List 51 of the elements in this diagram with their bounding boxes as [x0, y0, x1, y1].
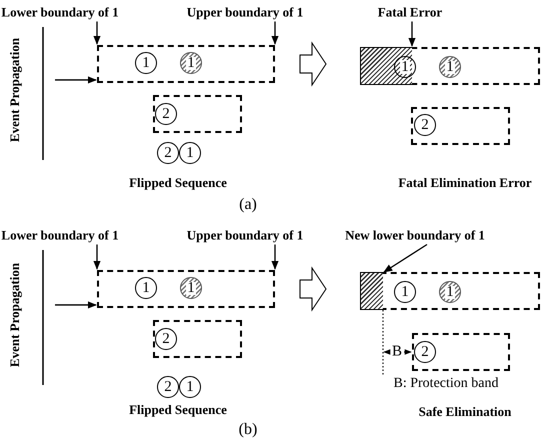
note-text: B: Protection band — [394, 377, 498, 391]
arrow — [55, 76, 97, 84]
leader-arrow — [93, 22, 101, 45]
event-circle: 1 — [394, 56, 416, 78]
leader-arrow — [408, 22, 416, 47]
caption-text: Flipped Sequence — [129, 175, 227, 191]
event-circle: 2 — [157, 142, 179, 164]
event-circle: 2 — [157, 376, 179, 398]
leader-arrow — [271, 22, 279, 45]
hatched-region — [360, 272, 383, 310]
event-window — [153, 95, 242, 133]
panel-label: (b) — [238, 422, 258, 438]
axis-label: Event Propagation — [7, 38, 23, 142]
event-circle: 1 — [179, 376, 201, 398]
event-window — [153, 320, 242, 358]
leader-arrow — [93, 244, 101, 270]
boundary-label: Lower boundary of 1 — [1, 228, 119, 242]
boundary-label: Lower boundary of 1 — [1, 4, 119, 20]
boundary-label: New lower boundary of 1 — [345, 228, 485, 242]
event-circle: 2 — [414, 114, 436, 136]
axis-label: Event Propagation — [7, 262, 23, 368]
event-circle: 1 — [394, 281, 416, 303]
arrow — [55, 301, 97, 309]
event-window — [360, 272, 540, 310]
event-window — [97, 270, 275, 308]
event-circle: 1 — [135, 277, 157, 299]
boundary-label: Upper boundary of 1 — [186, 228, 304, 242]
boundary-label: Fatal Error — [378, 4, 442, 20]
caption-text: Safe Elimination — [418, 404, 512, 420]
event-circle: 2 — [155, 103, 177, 125]
block-arrow — [300, 266, 327, 312]
hatched-event-circle: 1 — [180, 277, 202, 299]
event-window — [411, 107, 510, 145]
caption-text: Flipped Sequence — [129, 402, 227, 418]
event-circle: 2 — [414, 341, 436, 363]
hatched-region — [360, 47, 412, 85]
event-circle: 1 — [135, 52, 157, 74]
event-window — [412, 333, 510, 371]
caption-text: Fatal Elimination Error — [398, 175, 532, 191]
event-circle: 2 — [155, 328, 177, 350]
hatched-event-circle: 1 — [439, 281, 461, 303]
hatched-event-circle: 1 — [439, 56, 461, 78]
panel-label: (a) — [239, 197, 257, 213]
boundary-label: Upper boundary of 1 — [186, 4, 304, 20]
event-window — [360, 47, 540, 85]
block-arrow — [300, 41, 327, 87]
event-circle: 1 — [179, 142, 201, 164]
event-window — [97, 45, 275, 83]
hatched-event-circle: 1 — [180, 52, 202, 74]
leader-arrow — [383, 244, 428, 273]
leader-arrow — [271, 244, 279, 270]
